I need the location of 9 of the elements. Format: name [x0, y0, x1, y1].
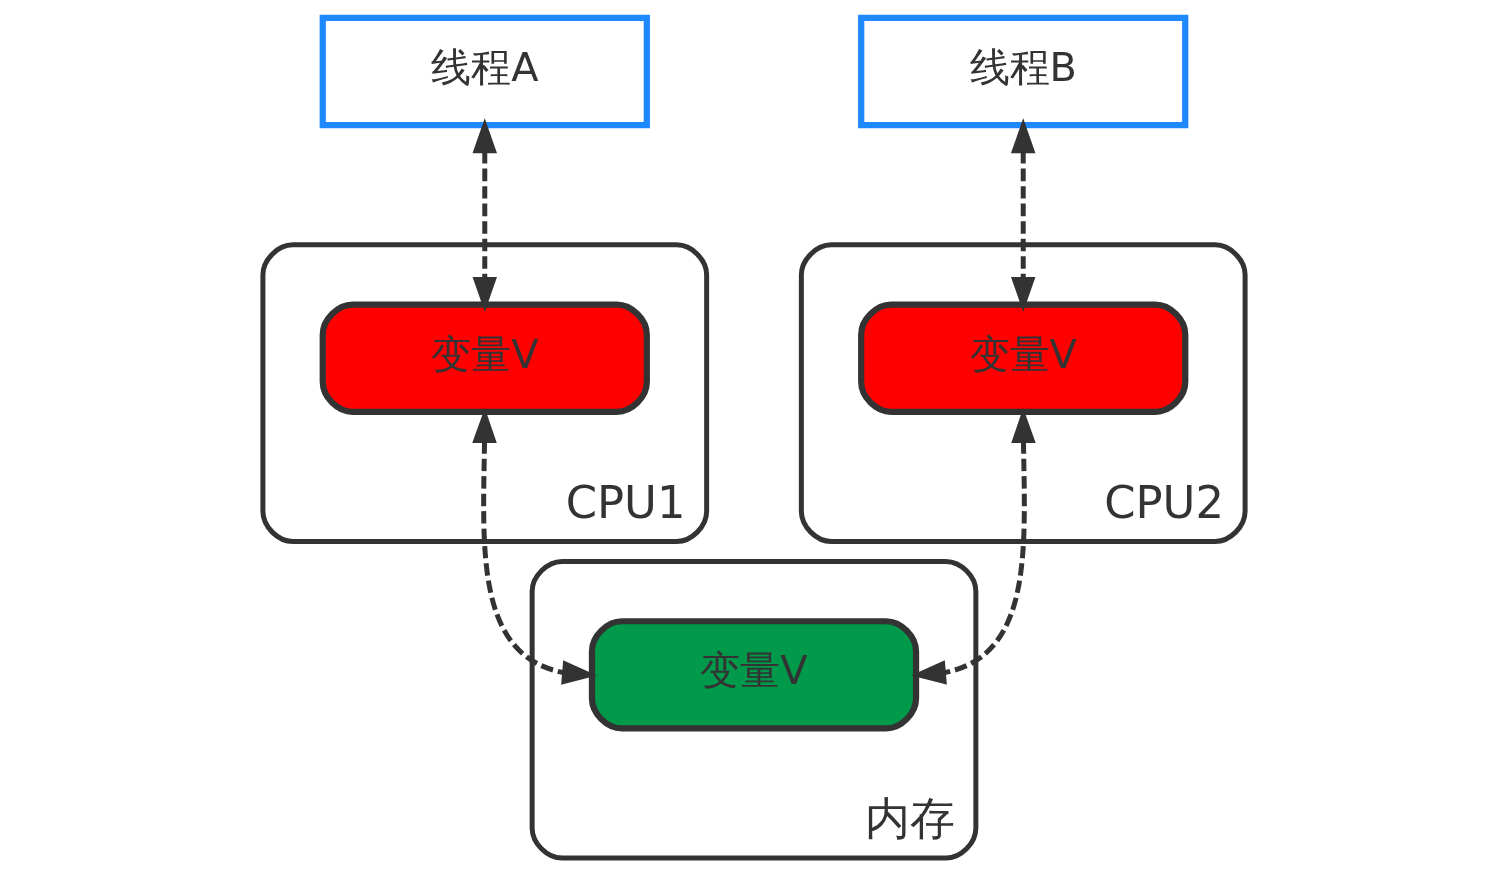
node-box: 变量V: [858, 301, 1189, 415]
arrow: [472, 408, 597, 685]
arrow: [1011, 118, 1036, 312]
arrow: [911, 408, 1036, 685]
node-box: 变量V: [588, 618, 920, 732]
node-box: 变量V: [319, 301, 650, 415]
node-box: 线程B: [858, 14, 1189, 129]
node-box: 线程A: [319, 14, 650, 129]
arrow: [472, 118, 497, 312]
